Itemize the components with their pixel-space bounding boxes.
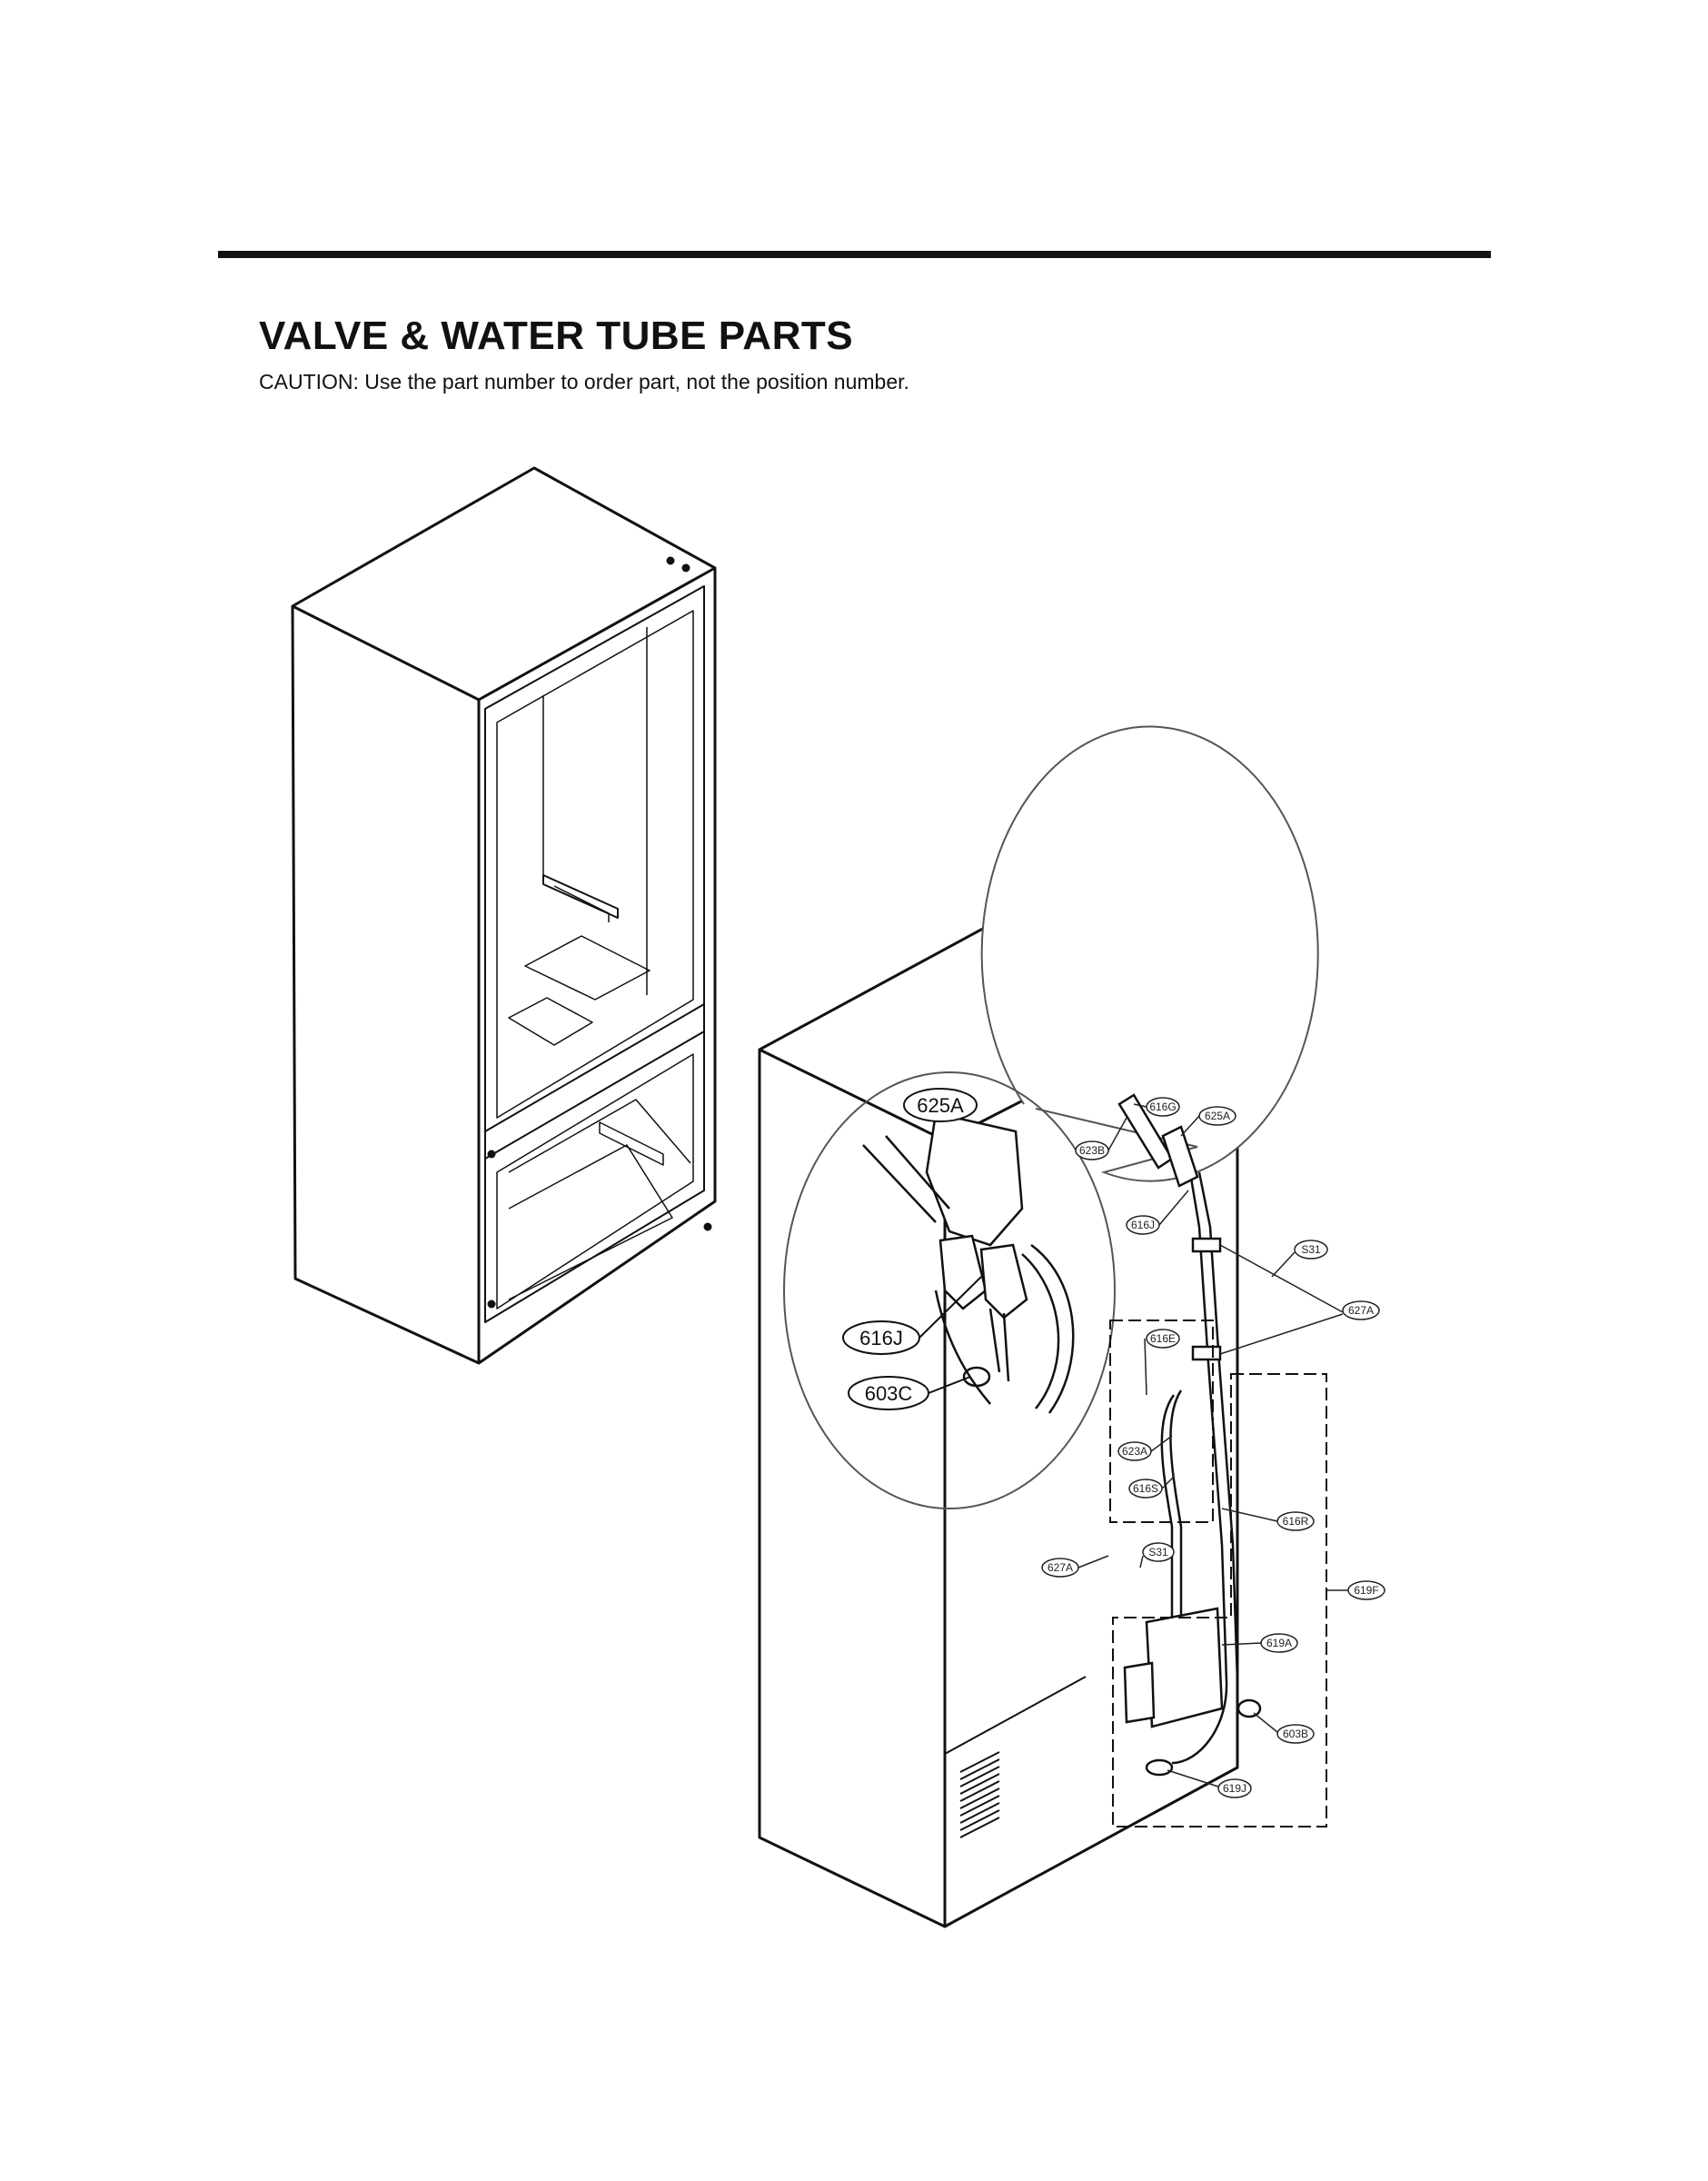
detail-circle	[783, 725, 1319, 1509]
caution-note: CAUTION: Use the part number to order pa…	[259, 370, 909, 393]
label-623A: 623A	[1122, 1445, 1147, 1458]
water-line-assembly	[1117, 1093, 1262, 1777]
label-619J: 619J	[1223, 1782, 1246, 1795]
dashed-group-outlines	[1109, 1320, 1327, 1827]
label-616J-detail: 616J	[859, 1327, 903, 1349]
rear-callouts	[1041, 1097, 1385, 1798]
label-625A-detail: 625A	[917, 1094, 964, 1117]
detail-callouts	[842, 1088, 982, 1410]
label-603C-detail: 603C	[865, 1382, 913, 1405]
label-603B: 603B	[1283, 1728, 1308, 1740]
label-619A: 619A	[1266, 1637, 1292, 1649]
page-title: VALVE & WATER TUBE PARTS	[259, 314, 854, 358]
label-616E: 616E	[1150, 1332, 1176, 1345]
label-627A-upper: 627A	[1348, 1304, 1374, 1317]
label-627A-lower: 627A	[1048, 1561, 1073, 1574]
header-rule	[218, 251, 1491, 258]
label-616S: 616S	[1133, 1482, 1158, 1495]
front-cabinet	[291, 466, 717, 1365]
rear-cabinet	[758, 867, 1239, 1928]
label-S31-upper: S31	[1301, 1243, 1321, 1256]
label-625A: 625A	[1205, 1110, 1230, 1122]
callout-625A-large	[903, 1088, 978, 1122]
callout-labels: 625A 616J 603C 616G 625A 623B 616J S31 6…	[859, 1094, 1379, 1795]
label-616R: 616R	[1283, 1515, 1309, 1528]
label-616J: 616J	[1131, 1219, 1155, 1231]
label-623B: 623B	[1079, 1144, 1105, 1157]
label-616G: 616G	[1149, 1100, 1176, 1113]
label-619F: 619F	[1354, 1584, 1378, 1597]
label-S31-lower: S31	[1148, 1546, 1168, 1559]
